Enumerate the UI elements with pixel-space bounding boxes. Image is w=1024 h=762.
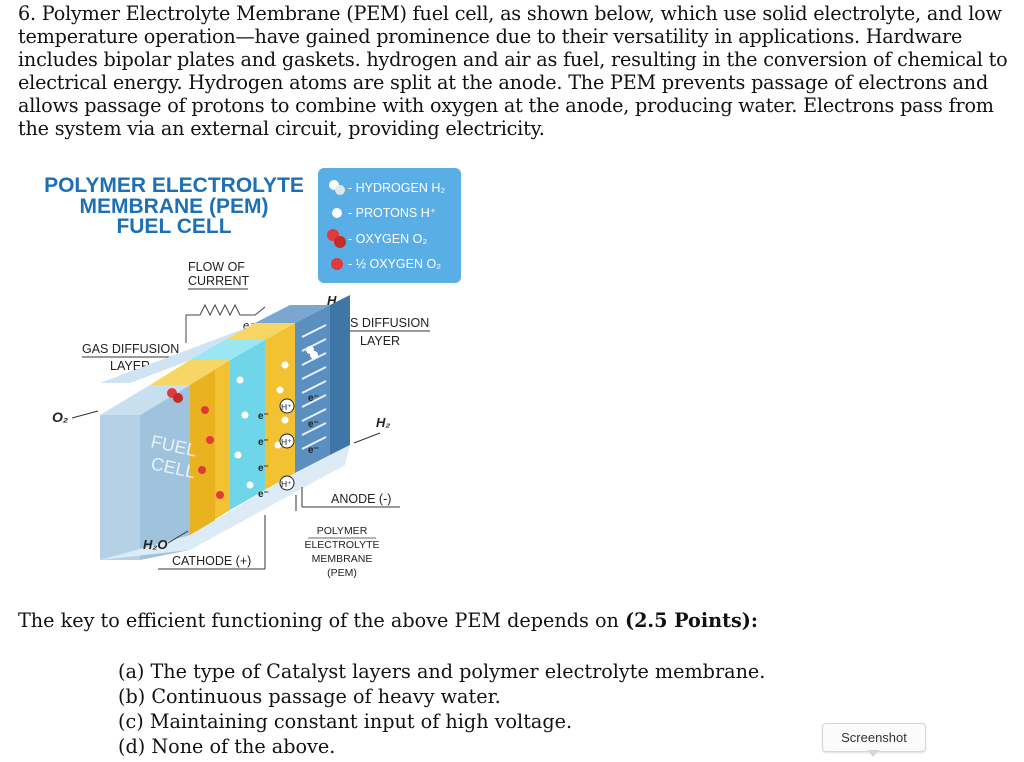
question-text: 6. Polymer Electrolyte Membrane (PEM) fu… [18, 2, 1008, 140]
oxygen-atom-icon [331, 258, 343, 270]
h2o-outlet-label: H₂O [143, 537, 167, 552]
proton-1: H⁺ [281, 402, 292, 412]
diagram-title-line1: POLYMER ELECTROLYTE [44, 174, 304, 197]
proton-icon [332, 208, 342, 218]
oxygen-particles [167, 388, 224, 499]
gdl-right-label-1: GAS DIFFUSION [332, 316, 429, 330]
gdl-left-label-1: GAS DIFFUSION [82, 342, 179, 356]
gdl-right-label-2: LAYER [360, 334, 400, 348]
legend-hydrogen-label: - HYDROGEN H₂ [348, 181, 445, 195]
h2-right-label: H₂ [376, 415, 390, 430]
option-c: (c) Maintaining constant input of high v… [118, 710, 573, 733]
legend: - HYDROGEN H₂ - PROTONS H⁺ - OXYGEN O₂ -… [318, 168, 461, 283]
electron-4: e⁻ [258, 489, 269, 500]
hydrogen-particles [234, 346, 318, 489]
proton-3: H⁺ [281, 479, 292, 489]
points-label: (2.5 Points): [625, 609, 758, 632]
screenshot-tooltip-tail [867, 750, 879, 757]
option-a: (a) The type of Catalyst layers and poly… [118, 660, 766, 683]
fuel-cell-stack: FUEL CELL e⁻ e⁻ e⁻ e⁻ e⁻ e⁻ e⁻ [100, 295, 350, 560]
pem-label-4: (PEM) [327, 567, 357, 579]
anode-label: ANODE (-) [331, 492, 391, 506]
flow-current-label-1: FLOW OF [188, 260, 245, 274]
key-question-text: The key to efficient functioning of the … [18, 609, 625, 632]
charge-carriers: e⁻ e⁻ e⁻ e⁻ e⁻ e⁻ e⁻ H⁺ H⁺ H⁺ [258, 393, 319, 500]
pem-label-3: MEMBRANE [312, 553, 373, 565]
answer-options: (a) The type of Catalyst layers and poly… [118, 659, 765, 759]
legend-half-oxygen-label: - ½ OXYGEN O₂ [348, 257, 441, 271]
screenshot-button[interactable]: Screenshot [822, 723, 926, 752]
pem-fuel-cell-diagram: POLYMER ELECTROLYTE MEMBRANE (PEM) FUEL … [44, 168, 461, 579]
electron-7: e⁻ [308, 445, 319, 456]
electron-3: e⁻ [258, 463, 269, 474]
electron-5: e⁻ [308, 393, 319, 404]
diagram-title-line2: MEMBRANE (PEM) [80, 195, 269, 218]
electron-6: e⁻ [308, 419, 319, 430]
diagram-title-line3: FUEL CELL [116, 215, 231, 238]
proton-2: H⁺ [281, 437, 292, 447]
electron-2: e⁻ [258, 437, 269, 448]
option-b: (b) Continuous passage of heavy water. [118, 685, 501, 708]
option-d: (d) None of the above. [118, 735, 336, 758]
electron-1: e⁻ [258, 411, 269, 422]
legend-proton-label: - PROTONS H⁺ [348, 206, 436, 220]
external-circuit [185, 303, 266, 343]
pem-label-1: POLYMER [317, 525, 368, 537]
legend-oxygen-label: - OXYGEN O₂ [348, 232, 427, 246]
pem-label-2: ELECTROLYTE [304, 539, 379, 551]
cathode-label: CATHODE (+) [172, 554, 251, 568]
hydrogen-molecule-icon [329, 180, 345, 195]
o2-inlet-label: O₂ [52, 409, 68, 425]
oxygen-molecule-icon [327, 229, 346, 248]
flow-current-label-2: CURRENT [188, 274, 249, 288]
key-question: The key to efficient functioning of the … [18, 609, 758, 632]
